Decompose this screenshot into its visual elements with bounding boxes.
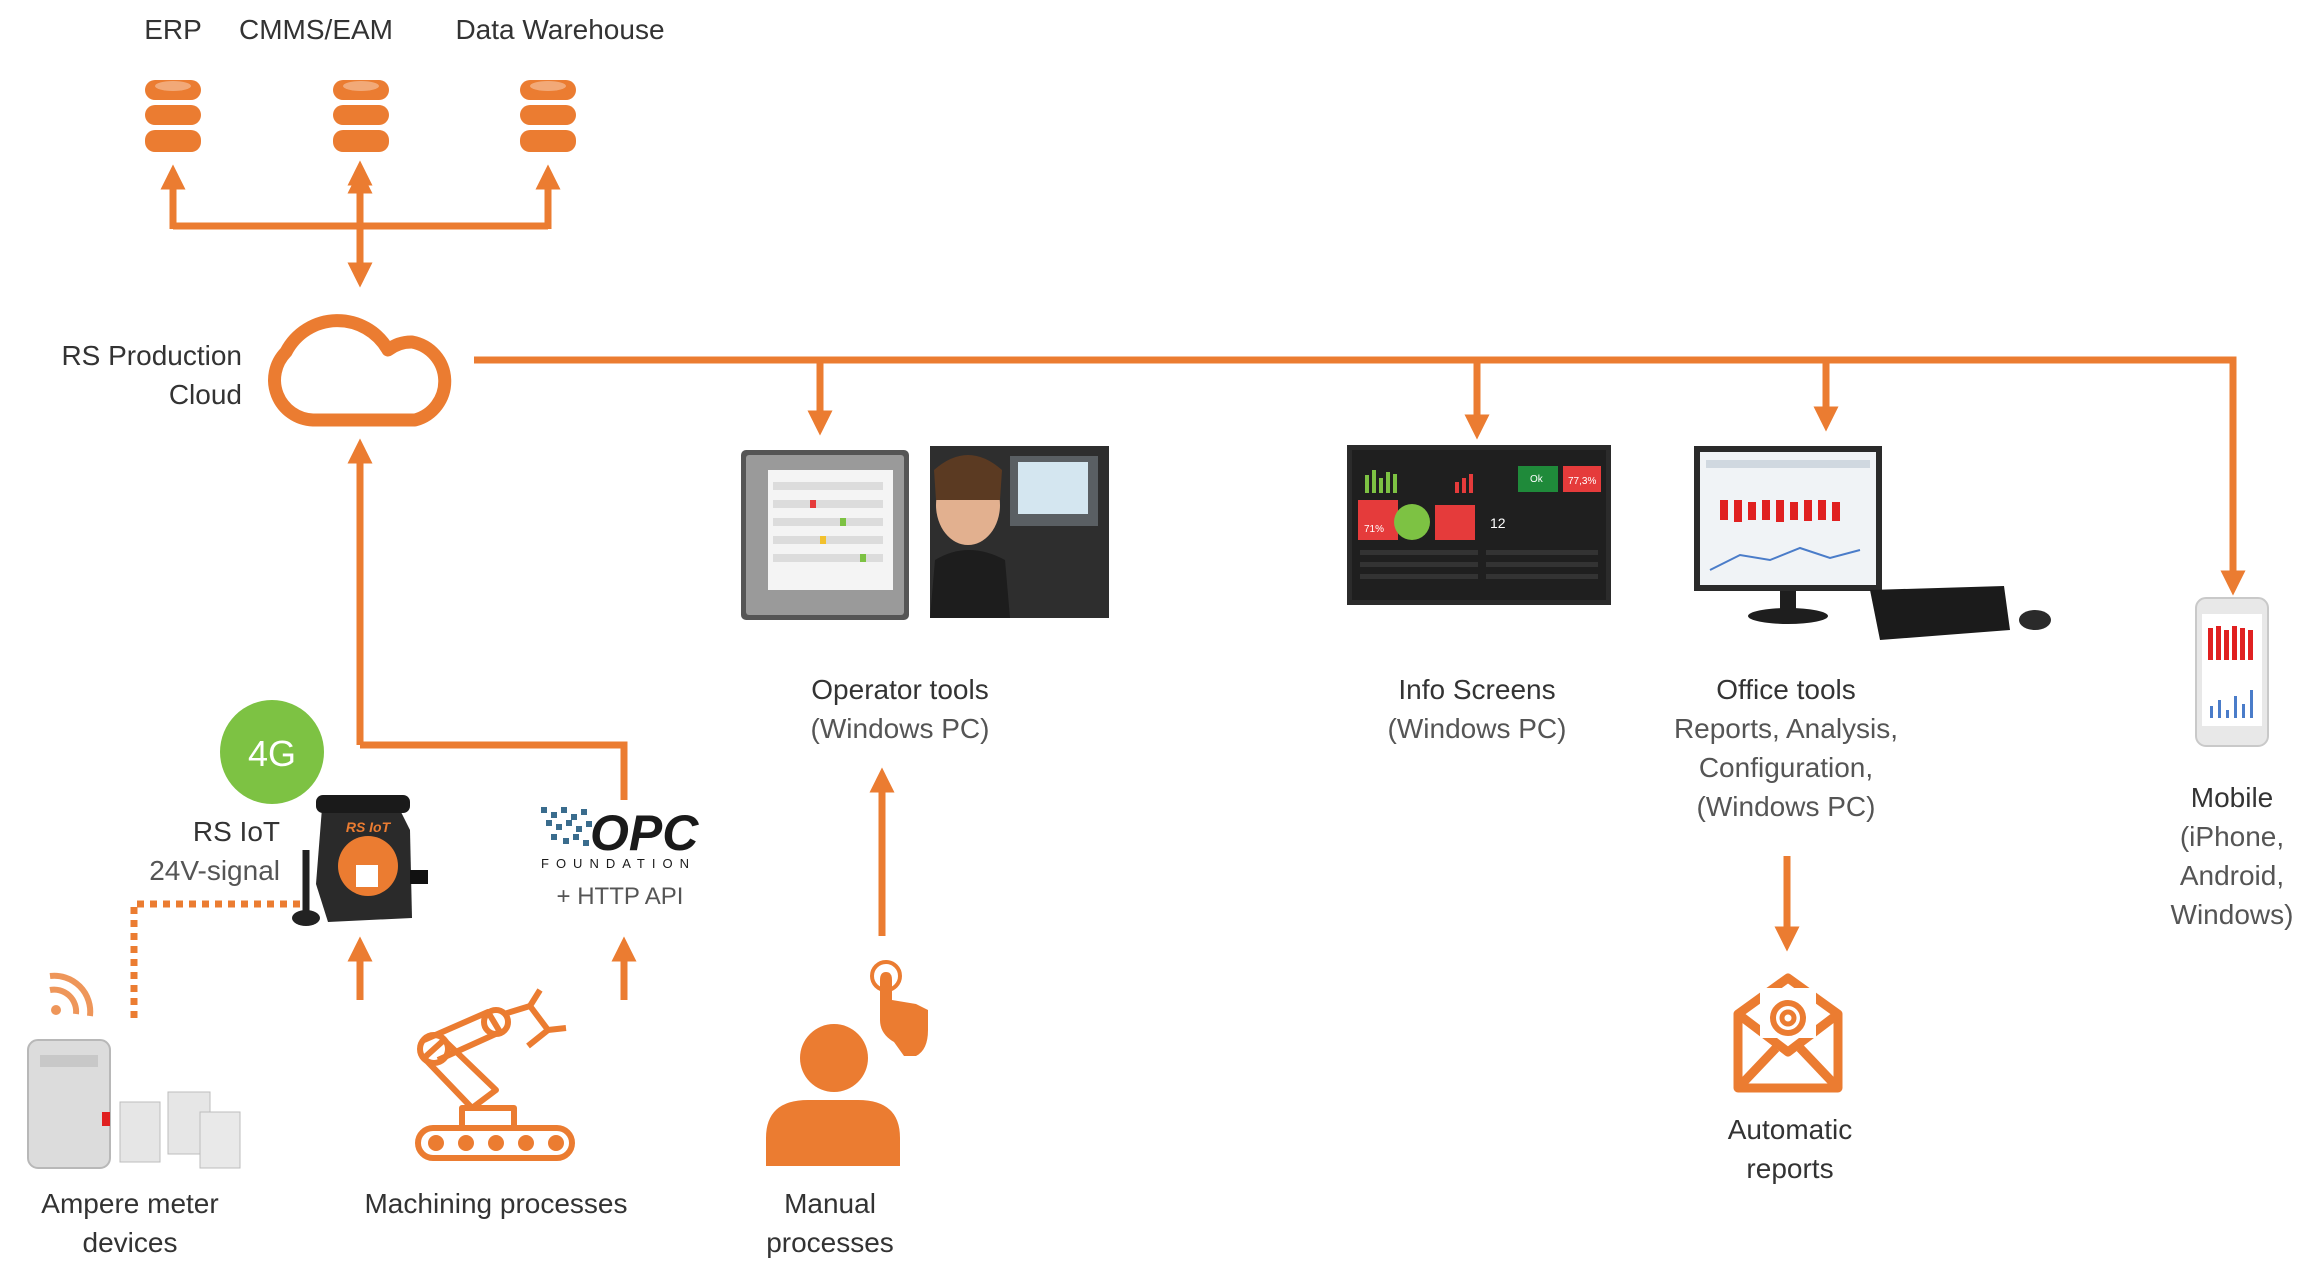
mobile-line4: Windows) <box>2170 899 2294 930</box>
opc-link-line <box>360 741 628 800</box>
info-screen-value-c: 71% <box>1364 524 1384 535</box>
ampere-dotted-link <box>130 900 308 1018</box>
label-automatic-reports: Automatic reports <box>1680 1110 1900 1188</box>
reports-line1: Automatic <box>1727 1114 1853 1145</box>
office-line4: (Windows PC) <box>1696 791 1876 822</box>
info-screens-title: Info Screens <box>1398 674 1556 705</box>
info-screen-value-b: 12 <box>1490 515 1506 531</box>
info-screen-monitor: Ok 77,3% 12 71% <box>1347 445 1611 605</box>
opc-logo-text: OPC <box>590 805 699 861</box>
wifi-signal-icon <box>49 972 94 1017</box>
label-manual-processes: Manual processes <box>730 1184 930 1262</box>
ampere-line2: devices <box>82 1227 178 1258</box>
office-line2: Reports, Analysis, <box>1673 713 1899 744</box>
cloud-line2: Cloud <box>168 379 242 410</box>
label-mobile: Mobile (iPhone, Android, Windows) <box>2142 778 2322 934</box>
database-icon <box>520 80 576 152</box>
label-data-warehouse: Data Warehouse <box>455 14 665 45</box>
label-operator-tools: Operator tools (Windows PC) <box>760 670 1040 748</box>
mobile-line2: (iPhone, <box>2179 821 2285 852</box>
iot-title: RS IoT <box>192 816 280 847</box>
office-line3: Configuration, <box>1698 752 1874 783</box>
mobile-phone <box>2195 597 2269 747</box>
opc-foundation-text: FOUNDATION <box>541 856 696 871</box>
connectors <box>130 160 2246 1018</box>
4g-badge-label: 4G <box>248 733 296 774</box>
mobile-title: Mobile <box>2190 782 2274 813</box>
info-screen-ok: Ok <box>1530 474 1544 485</box>
info-screen-value-a: 77,3% <box>1568 476 1596 487</box>
label-erp: ERP <box>144 14 202 45</box>
operator-subtitle: (Windows PC) <box>810 713 990 744</box>
label-ampere-meter: Ampere meter devices <box>10 1184 250 1262</box>
info-screens-subtitle: (Windows PC) <box>1387 713 1567 744</box>
email-icon <box>1733 973 1843 1093</box>
opc-foundation-logo: OPC FOUNDATION <box>541 805 699 871</box>
label-info-screens: Info Screens (Windows PC) <box>1337 670 1617 748</box>
manual-line1: Manual <box>784 1188 876 1219</box>
label-http-api: + HTTP API <box>556 883 684 910</box>
rs-iot-device: RS IoT <box>292 795 428 926</box>
rs-iot-device-label: RS IoT <box>346 819 392 835</box>
reports-line2: reports <box>1746 1153 1834 1184</box>
operator-photo <box>930 446 1109 618</box>
cloud-bus-line <box>474 356 2246 596</box>
mobile-line3: Android, <box>2179 860 2285 891</box>
4g-badge <box>220 700 324 804</box>
iot-subtitle: 24V-signal <box>149 855 280 886</box>
robot-arm-icon <box>415 988 575 1161</box>
ampere-meter-device <box>27 1039 241 1169</box>
manual-line2: processes <box>766 1227 894 1258</box>
database-icon <box>333 80 389 152</box>
office-title: Office tools <box>1716 674 1856 705</box>
operator-title: Operator tools <box>811 674 989 705</box>
label-rs-production-cloud: RS Production Cloud <box>48 336 242 414</box>
cloud-line1: RS Production <box>61 340 242 371</box>
office-pc <box>1694 446 2051 640</box>
label-cmms-eam: CMMS/EAM <box>239 14 393 45</box>
cloud-icon <box>268 314 452 427</box>
operator-panel-pc <box>741 450 909 620</box>
person-touch-icon <box>766 960 928 1166</box>
database-icon <box>145 80 201 152</box>
ampere-line1: Ampere meter <box>41 1188 219 1219</box>
label-rs-iot: RS IoT 24V-signal <box>120 812 280 890</box>
label-office-tools: Office tools Reports, Analysis, Configur… <box>1646 670 1926 826</box>
label-machining-processes: Machining processes <box>364 1188 628 1219</box>
